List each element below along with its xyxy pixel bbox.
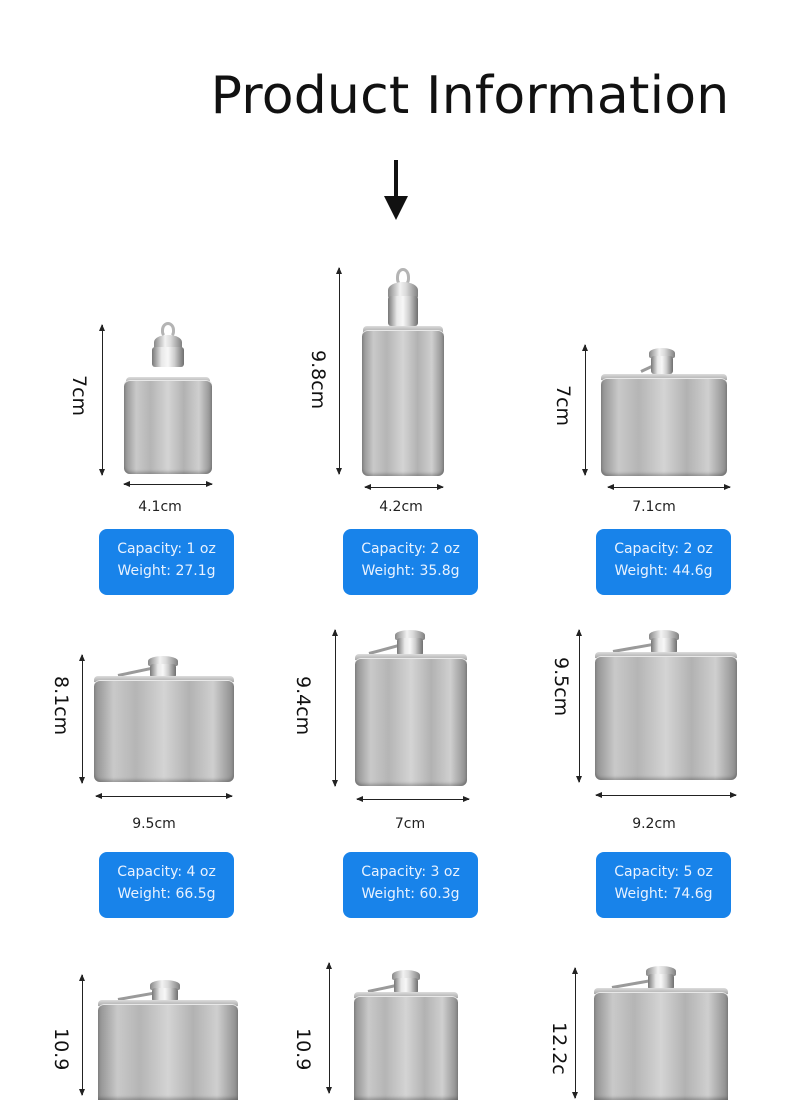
flask-image — [595, 630, 737, 780]
width-label: 9.2cm — [632, 816, 676, 832]
height-label: 7cm — [552, 385, 574, 427]
height-label: 7cm — [68, 375, 90, 417]
flask-image — [355, 630, 467, 786]
spec-badge: Capacity: 3 oz Weight: 60.3g — [343, 852, 478, 918]
width-dimension-arrow — [356, 796, 470, 802]
height-dimension-arrow — [576, 629, 582, 783]
weight-text: Weight: 27.1g — [117, 563, 216, 579]
page-title: Product Information — [210, 66, 730, 126]
height-label: 12.2c — [548, 1022, 570, 1075]
height-dimension-arrow — [326, 962, 332, 1094]
width-dimension-arrow — [95, 793, 233, 799]
spec-badge: Capacity: 5 oz Weight: 74.6g — [596, 852, 731, 918]
capacity-text: Capacity: 5 oz — [614, 864, 713, 880]
width-dimension-arrow — [595, 792, 737, 798]
width-dimension-arrow — [607, 484, 731, 490]
spec-badge: Capacity: 4 oz Weight: 66.5g — [99, 852, 234, 918]
height-dimension-arrow — [79, 974, 85, 1096]
spec-badge: Capacity: 1 oz Weight: 27.1g — [99, 529, 234, 595]
height-dimension-arrow — [99, 324, 105, 476]
flask-image — [94, 656, 234, 782]
width-label: 7.1cm — [632, 499, 676, 515]
height-label: 9.8cm — [307, 350, 329, 410]
width-label: 4.1cm — [138, 499, 182, 515]
weight-text: Weight: 74.6g — [614, 886, 713, 902]
weight-text: Weight: 44.6g — [614, 563, 713, 579]
capacity-text: Capacity: 2 oz — [614, 541, 713, 557]
weight-text: Weight: 35.8g — [361, 563, 460, 579]
height-dimension-arrow — [332, 629, 338, 787]
capacity-text: Capacity: 2 oz — [361, 541, 460, 557]
flask-image — [362, 268, 444, 476]
height-label: 8.1cm — [50, 676, 72, 736]
width-dimension-arrow — [364, 484, 444, 490]
spec-badge: Capacity: 2 oz Weight: 44.6g — [596, 529, 731, 595]
height-dimension-arrow — [336, 267, 342, 475]
capacity-text: Capacity: 3 oz — [361, 864, 460, 880]
height-dimension-arrow — [582, 344, 588, 476]
flask-image — [124, 322, 212, 474]
capacity-text: Capacity: 4 oz — [117, 864, 216, 880]
flask-image — [594, 966, 728, 1100]
width-label: 4.2cm — [379, 499, 423, 515]
weight-text: Weight: 60.3g — [361, 886, 460, 902]
height-label: 10.9 — [50, 1028, 72, 1071]
capacity-text: Capacity: 1 oz — [117, 541, 216, 557]
height-label: 10.9 — [292, 1028, 314, 1071]
width-label: 7cm — [394, 816, 426, 832]
flask-image — [354, 970, 458, 1100]
flask-image — [601, 348, 727, 476]
height-label: 9.4cm — [292, 676, 314, 736]
down-arrow-icon — [384, 160, 408, 220]
flask-image — [98, 980, 238, 1100]
height-dimension-arrow — [572, 967, 578, 1099]
spec-badge: Capacity: 2 oz Weight: 35.8g — [343, 529, 478, 595]
height-label: 9.5cm — [550, 657, 572, 717]
height-dimension-arrow — [79, 654, 85, 784]
width-label: 9.5cm — [132, 816, 176, 832]
width-dimension-arrow — [123, 481, 213, 487]
weight-text: Weight: 66.5g — [117, 886, 216, 902]
